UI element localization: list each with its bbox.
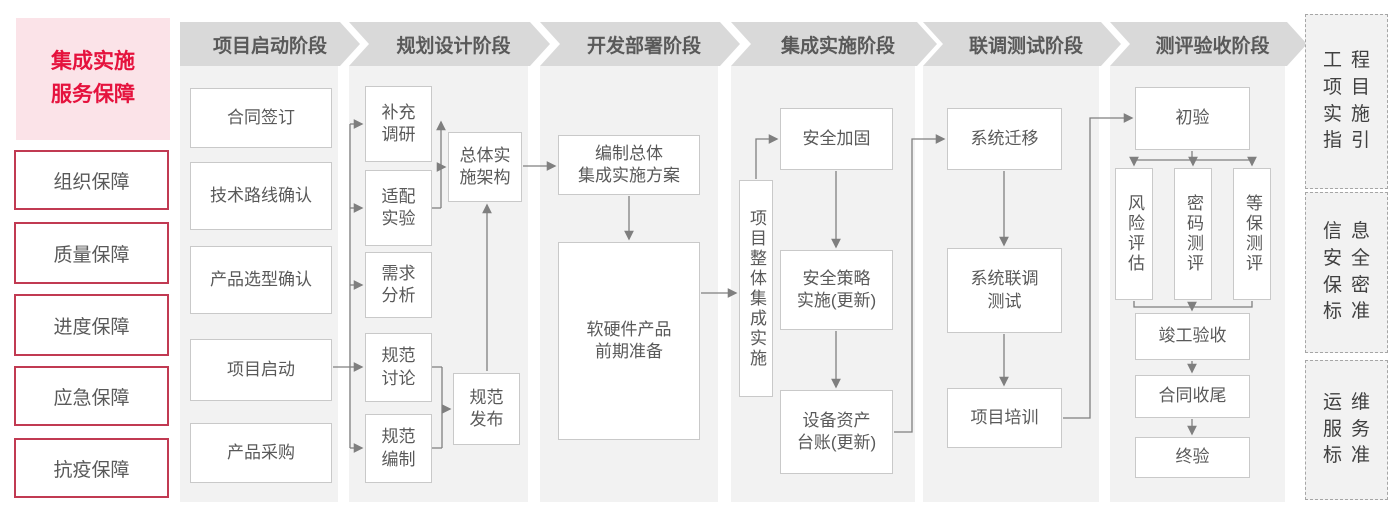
box-crypto-evaluation: 密码测评 <box>1174 168 1212 300</box>
guarantee-item-schedule: 进度保障 <box>14 294 169 356</box>
box-asset-ledger: 设备资产 台账(更新) <box>780 390 893 474</box>
box-completion-acceptance: 竣工验收 <box>1135 313 1250 360</box>
box-final-acceptance: 终验 <box>1135 437 1250 478</box>
box-adaptation-test: 适配 实验 <box>365 170 432 246</box>
phase-header-integration: 集成实施阶段 <box>731 22 937 66</box>
standard-om-service: 运维 服务 标准 <box>1305 360 1388 500</box>
box-spec-drafting: 规范 编制 <box>365 414 432 483</box>
box-tech-route-confirm: 技术路线确认 <box>190 162 332 230</box>
guarantee-item-emergency: 应急保障 <box>14 366 169 426</box>
box-hw-sw-preparation: 软硬件产品 前期准备 <box>558 242 700 440</box>
guarantee-item-organization: 组织保障 <box>14 150 169 210</box>
box-overall-integration-plan: 编制总体 集成实施方案 <box>558 135 700 195</box>
box-spec-discussion: 规范 讨论 <box>365 333 432 402</box>
phase-header-joint-test: 联调测试阶段 <box>923 22 1121 66</box>
box-joint-debugging-test: 系统联调 测试 <box>947 248 1062 333</box>
box-spec-release: 规范 发布 <box>453 373 520 445</box>
phase-header-project-kickoff: 项目启动阶段 <box>180 22 360 66</box>
phase-header-planning-design: 规划设计阶段 <box>349 22 550 66</box>
box-product-procurement: 产品采购 <box>190 423 332 483</box>
phase-header-dev-deploy: 开发部署阶段 <box>540 22 740 66</box>
box-overall-project-integration: 项目整体集成实施 <box>739 180 773 397</box>
box-overall-implementation-architecture: 总体实 施架构 <box>448 132 522 202</box>
box-system-migration: 系统迁移 <box>947 108 1062 170</box>
box-security-hardening: 安全加固 <box>780 108 893 170</box>
box-classified-protection-evaluation: 等保测评 <box>1233 168 1271 300</box>
standard-project-implementation-guide: 工程 项目 实施 指引 <box>1305 14 1388 189</box>
box-risk-assessment: 风险评估 <box>1115 168 1153 300</box>
box-contract-signing: 合同签订 <box>190 88 332 148</box>
box-initial-acceptance: 初验 <box>1135 87 1250 150</box>
box-requirement-analysis: 需求 分析 <box>365 252 432 318</box>
box-supplementary-research: 补充 调研 <box>365 86 432 162</box>
box-project-training: 项目培训 <box>947 388 1062 448</box>
box-contract-closure: 合同收尾 <box>1135 375 1250 418</box>
box-project-kickoff: 项目启动 <box>190 339 332 401</box>
phase-header-acceptance: 测评验收阶段 <box>1110 22 1307 66</box>
guarantee-title-badge: 集成实施 服务保障 <box>16 18 170 140</box>
guarantee-item-quality: 质量保障 <box>14 222 169 284</box>
guarantee-item-epidemic: 抗疫保障 <box>14 438 169 498</box>
box-product-selection-confirm: 产品选型确认 <box>190 246 332 314</box>
standard-info-security-confidentiality: 信息 安全 保密 标准 <box>1305 192 1388 353</box>
box-security-policy: 安全策略 实施(更新) <box>780 250 893 330</box>
